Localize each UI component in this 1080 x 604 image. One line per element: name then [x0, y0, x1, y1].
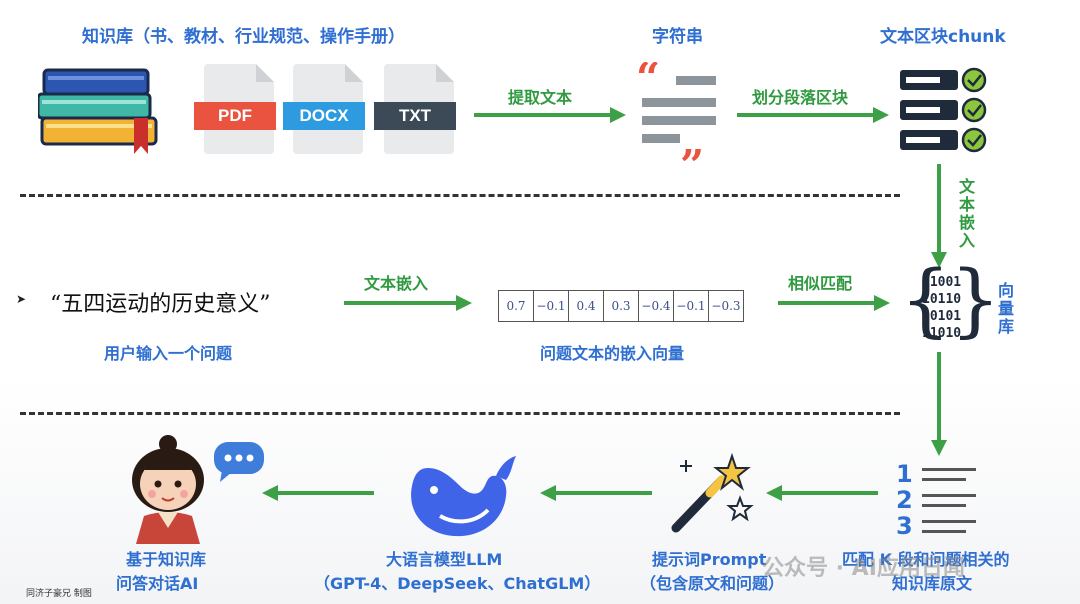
whale-llm-icon	[411, 456, 516, 537]
retrieval-caption-line2: 知识库原文	[892, 574, 973, 593]
llm-caption-line2: （GPT-4、DeepSeek、ChatGLM）	[314, 574, 601, 593]
to-llm-arrow	[540, 485, 652, 501]
list-line	[922, 478, 966, 481]
vector-db-label: 向量库	[995, 282, 1014, 336]
list-line	[922, 468, 976, 471]
llm-caption-line1: 大语言模型LLM	[386, 550, 503, 569]
vector-cell: 0.3	[604, 291, 639, 321]
numbered-list-icon: 1 2 3	[896, 460, 986, 540]
embed-query-arrow	[344, 295, 472, 311]
chunk-title: 文本区块chunk	[880, 27, 1006, 47]
assistant-avatar-icon	[132, 435, 204, 544]
mouse-cursor-icon: ➤	[16, 292, 27, 306]
books-icon	[38, 68, 158, 154]
vector-cell: −0.4	[639, 291, 674, 321]
bit-row: 11001	[922, 275, 962, 290]
svg-text:”: ”	[680, 141, 704, 166]
magic-wand-icon	[671, 452, 754, 533]
vector-caption: 问题文本的嵌入向量	[540, 344, 685, 363]
divider-top	[20, 194, 900, 197]
vector-cell: 0.7	[499, 291, 534, 321]
bit-row: 11010	[922, 326, 962, 341]
split-chunks-label: 划分段落区块	[752, 88, 849, 107]
credit-text: 同济子豪兄 制图	[26, 589, 92, 599]
bit-row: 10101	[922, 309, 962, 324]
chat-bubble-icon	[214, 442, 264, 482]
pdf-label: PDF	[194, 102, 276, 130]
split-arrow	[737, 107, 889, 123]
qa-caption-line2: 问答对话AI	[116, 574, 199, 593]
binary-bits: 11001 10110 10101 11010	[922, 274, 961, 342]
prompt-caption-line2: （包含原文和问题）	[640, 574, 785, 593]
embedding-vector: 0.7 −0.1 0.4 0.3 −0.4 −0.1 −0.3	[498, 290, 744, 322]
left-brace-icon: {	[900, 253, 951, 346]
vector-db-icon: { } 11001 10110 10101 11010	[900, 260, 1001, 352]
vector-cell: −0.3	[711, 299, 741, 313]
qa-caption-line1: 基于知识库	[126, 550, 207, 569]
to-assistant-arrow	[262, 485, 374, 501]
user-query-text: “五四运动的历史意义”	[50, 292, 271, 317]
vector-cell: 0.4	[569, 291, 604, 321]
list-number: 2	[896, 486, 913, 514]
svg-text:“: “	[636, 62, 660, 102]
list-number: 3	[896, 512, 913, 540]
retrieve-down-arrow	[931, 352, 947, 456]
vector-cell: −0.1	[674, 291, 709, 321]
docx-label: DOCX	[283, 102, 365, 130]
docx-file-icon: DOCX	[283, 64, 365, 154]
embed-vertical-label: 文本嵌入	[956, 178, 975, 250]
extract-text-label: 提取文本	[508, 88, 573, 107]
user-query-caption: 用户输入一个问题	[104, 344, 233, 363]
knowledge-base-title: 知识库（书、教材、行业规范、操作手册）	[82, 27, 405, 47]
txt-label: TXT	[374, 102, 456, 130]
divider-bottom	[20, 412, 900, 415]
txt-file-icon: TXT	[374, 64, 456, 154]
string-title: 字符串	[652, 27, 703, 47]
embed-down-arrow	[931, 164, 947, 268]
string-quote-icon: “ ”	[636, 62, 716, 166]
list-line	[922, 504, 966, 507]
watermark-text: 公众号 · AI应用日闻	[762, 556, 965, 581]
bit-row: 10110	[922, 292, 962, 307]
prompt-caption-line1: 提示词Prompt	[652, 550, 767, 569]
pdf-file-icon: PDF	[194, 64, 276, 154]
retrieval-caption-line1: 匹配 K 段和问题相关的	[842, 550, 1010, 569]
list-number: 1	[896, 460, 913, 488]
list-line	[922, 520, 976, 523]
similarity-label: 相似匹配	[788, 274, 853, 293]
embed-query-label: 文本嵌入	[364, 274, 429, 293]
extract-arrow	[474, 107, 626, 123]
similarity-arrow	[778, 295, 890, 311]
list-line	[922, 494, 976, 497]
list-line	[922, 530, 966, 533]
to-prompt-arrow	[766, 485, 878, 501]
vector-cell: −0.1	[534, 291, 569, 321]
right-brace-icon: }	[950, 253, 1001, 346]
chunk-stack-icon	[900, 67, 987, 153]
